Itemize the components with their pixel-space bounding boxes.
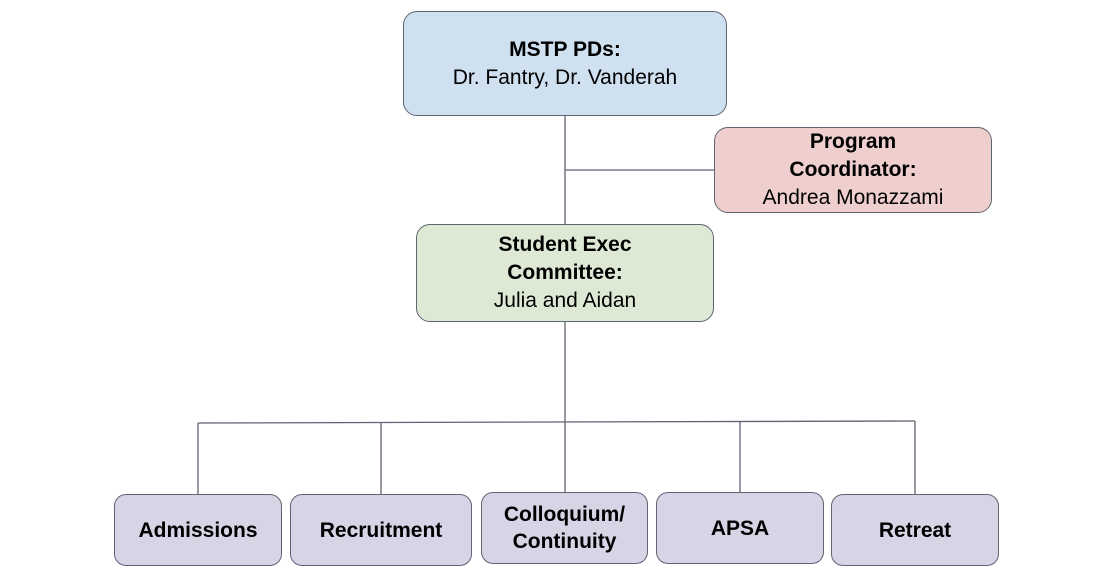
program-coordinator-title-line2: Coordinator:: [789, 158, 917, 181]
subcommittee-colloquium-label-line2: Continuity: [512, 530, 617, 553]
subcommittee-retreat-box: Retreat: [831, 494, 999, 566]
subcommittee-admissions-label: Admissions: [138, 518, 258, 542]
program-coordinator-box: Program Coordinator: Andrea Monazzami: [714, 127, 992, 213]
student-exec-committee-title-line1: Student Exec: [498, 233, 632, 256]
subcommittee-apsa-label: APSA: [710, 516, 770, 540]
subcommittee-admissions-box: Admissions: [114, 494, 282, 566]
subcommittee-retreat-label: Retreat: [878, 518, 952, 542]
student-exec-committee-names: Julia and Aidan: [493, 289, 637, 312]
subcommittee-apsa-box: APSA: [656, 492, 824, 564]
subcommittee-colloquium-box: Colloquium/ Continuity: [481, 492, 648, 564]
program-directors-box: MSTP PDs: Dr. Fantry, Dr. Vanderah: [403, 11, 727, 116]
subcommittee-recruitment-label: Recruitment: [319, 518, 443, 542]
program-directors-title: MSTP PDs:: [509, 37, 621, 61]
program-directors-names: Dr. Fantry, Dr. Vanderah: [452, 65, 678, 89]
program-coordinator-name: Andrea Monazzami: [762, 186, 944, 209]
student-exec-committee-title-line2: Committee:: [507, 261, 623, 284]
student-exec-committee-box: Student Exec Committee: Julia and Aidan: [416, 224, 714, 322]
subcommittee-colloquium-label-line1: Colloquium/: [503, 503, 626, 526]
subcommittee-recruitment-box: Recruitment: [290, 494, 472, 566]
connector-bus: [197, 420, 916, 424]
program-coordinator-title-line1: Program: [809, 130, 897, 153]
